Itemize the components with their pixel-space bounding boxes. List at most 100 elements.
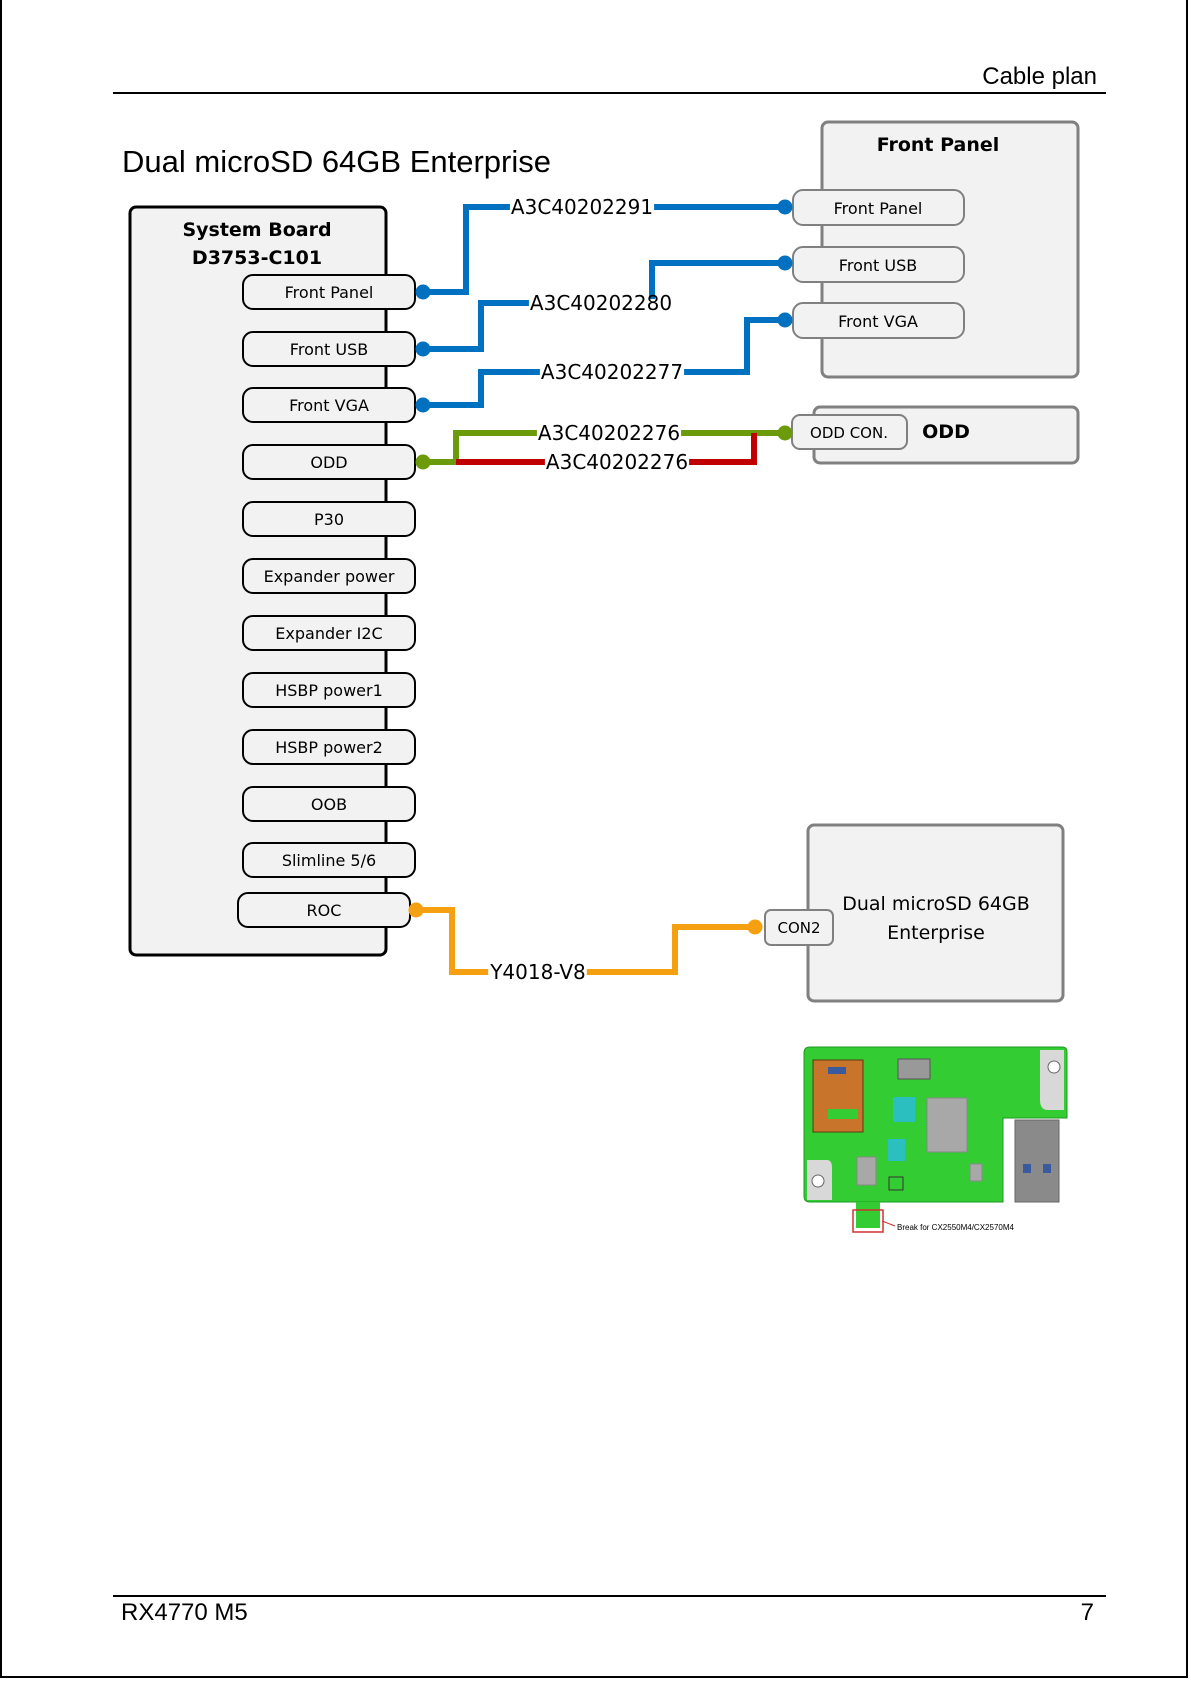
page-number: 7	[1080, 1599, 1094, 1626]
odd-device: ODD ODD CON.	[791, 405, 1080, 465]
cable-y4018-v8-orange[interactable]: Y4018-V8	[408, 902, 763, 985]
system-board: System Board D3753-C101 Front PanelFront…	[128, 205, 416, 957]
cable-endpoint-dot	[415, 284, 431, 300]
pcb-chip	[926, 1097, 968, 1153]
sb-connector-front-vga[interactable]	[242, 387, 416, 423]
fp-connector-front-usb[interactable]	[792, 246, 965, 283]
pcb-break-tab	[856, 1202, 880, 1228]
pcb-eeprom	[893, 1097, 915, 1122]
fp-connector-front-panel[interactable]	[792, 189, 965, 226]
odd-title: ODD	[922, 421, 970, 443]
page-title: Dual microSD 64GB Enterprise	[122, 144, 551, 179]
sb-connector-label: ODD	[310, 453, 347, 472]
pcb-ic	[856, 1156, 877, 1186]
sb-connector-label: Expander power	[264, 567, 395, 586]
sb-connector-oob[interactable]	[242, 786, 416, 822]
cable-a3c40202276-green[interactable]: A3C40202276	[415, 421, 793, 470]
sb-connector-front-panel[interactable]	[242, 274, 416, 310]
cable-a3c40202280-blue[interactable]: A3C40202280	[415, 255, 793, 357]
cable-part-label: A3C40202291	[511, 195, 653, 219]
cable-part-label: A3C40202276	[546, 450, 688, 474]
sb-connector-slimline-5-6[interactable]	[242, 842, 416, 878]
microsd-slot-window	[828, 1109, 858, 1119]
sb-connector-label: Slimline 5/6	[282, 851, 376, 870]
mount-hole	[1047, 1060, 1061, 1074]
fp-connector-front-vga[interactable]	[792, 302, 965, 339]
pcb-pad	[888, 1176, 904, 1191]
usb-contact	[1023, 1164, 1031, 1173]
sb-connector-expander-i2c[interactable]	[242, 615, 416, 651]
fp-connector-label: Front Panel	[834, 199, 923, 218]
sb-connector-p30[interactable]	[242, 501, 416, 537]
cable-a3c40202277-blue[interactable]: A3C40202277	[415, 312, 793, 413]
microsd-title-line2: Enterprise	[887, 922, 985, 944]
cable-endpoint-dot	[777, 425, 793, 441]
usb-connector	[1014, 1119, 1060, 1203]
sb-connector-label: Front VGA	[289, 396, 369, 415]
footer-rule	[113, 1595, 1106, 1597]
sb-connector-hsbp-power2[interactable]	[242, 729, 416, 765]
pcb-image: Break for CX2550M4/CX2570M4	[803, 1046, 1068, 1233]
front-panel-title: Front Panel	[877, 134, 1000, 156]
pcb-part	[969, 1163, 983, 1182]
cable-endpoint-dot	[415, 341, 431, 357]
system-board-part: D3753-C101	[192, 247, 322, 269]
con2-connector[interactable]	[764, 909, 834, 946]
cable-label-background	[528, 299, 674, 307]
cable-label-background	[539, 368, 685, 376]
cable-part-label: A3C40202280	[530, 291, 672, 315]
fp-connector-label: Front USB	[839, 256, 917, 275]
con2-label: CON2	[777, 919, 820, 937]
sb-connector-label: OOB	[311, 795, 347, 814]
section-header: Cable plan	[982, 63, 1097, 90]
sb-connector-label: HSBP power1	[275, 681, 383, 700]
cable-label-background	[544, 458, 690, 466]
microsd-device: Dual microSD 64GB Enterprise CON2	[764, 823, 1065, 1003]
cables: A3C40202291A3C40202280A3C40202277A3C4020…	[408, 195, 793, 985]
cable-endpoint-dot	[777, 199, 793, 215]
cable-a3c40202291-blue[interactable]: A3C40202291	[415, 195, 793, 300]
cable-part-label: Y4018-V8	[489, 960, 586, 984]
microsd-title-line1: Dual microSD 64GB	[842, 893, 1030, 915]
usb-contact	[1043, 1164, 1051, 1173]
sb-connector-label: ROC	[307, 901, 342, 920]
cable-endpoint-dot	[777, 255, 793, 271]
sb-connector-label: Front Panel	[285, 283, 374, 302]
cable-path	[423, 300, 535, 352]
sb-connector-label: Expander I2C	[275, 624, 382, 643]
microsd-slot-contact	[828, 1067, 846, 1074]
cable-part-label: A3C40202277	[541, 360, 683, 384]
sb-connector-odd[interactable]	[242, 444, 416, 480]
cable-a3c40202276-red[interactable]: A3C40202276	[456, 433, 757, 474]
pcb-ic-small	[888, 1139, 905, 1161]
fp-connector-label: Front VGA	[838, 312, 918, 331]
cable-endpoint-dot	[415, 397, 431, 413]
cable-part-label: A3C40202276	[538, 421, 680, 445]
product-name: RX4770 M5	[121, 1599, 248, 1626]
odd-con-label: ODD CON.	[810, 424, 888, 442]
pcb-connector	[897, 1058, 931, 1080]
cable-endpoint-dot	[777, 312, 793, 328]
cable-endpoint-dot	[747, 919, 763, 935]
caption-leader	[881, 1220, 896, 1227]
sb-connector-label: HSBP power2	[275, 738, 383, 757]
system-board-title: System Board	[182, 219, 331, 241]
mount-hole	[811, 1174, 825, 1188]
pcb-mount-plate	[1040, 1050, 1064, 1110]
cable-endpoint-dot	[415, 454, 431, 470]
header-rule	[113, 92, 1106, 94]
cable-label-background	[536, 429, 682, 437]
cable-endpoint-dot	[408, 902, 424, 918]
sb-connector-expander-power[interactable]	[242, 558, 416, 594]
sb-connector-label: P30	[314, 510, 344, 529]
cable-label-background	[509, 203, 655, 211]
pcb-caption: Break for CX2550M4/CX2570M4	[897, 1223, 1015, 1232]
cable-path	[423, 204, 785, 295]
cable-label-background	[488, 968, 587, 976]
sb-connector-front-usb[interactable]	[242, 331, 416, 367]
sb-connector-hsbp-power1[interactable]	[242, 672, 416, 708]
sb-connector-label: Front USB	[290, 340, 368, 359]
